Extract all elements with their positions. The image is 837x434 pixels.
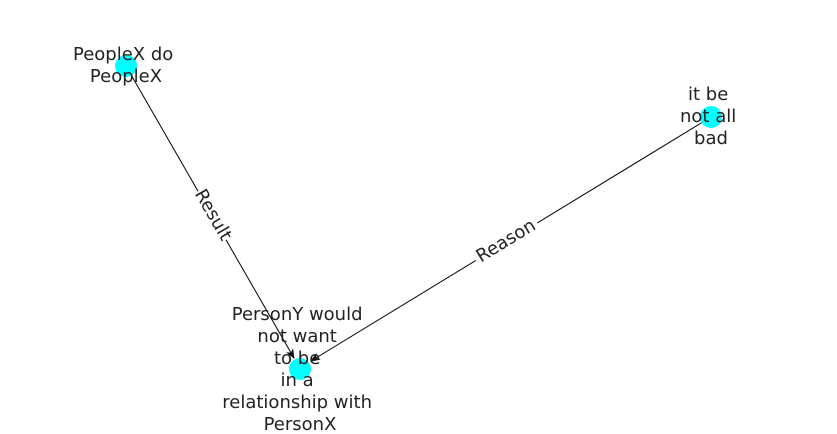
node-persony-would-not-want: PersonY would not want to be in a relati… bbox=[222, 304, 377, 434]
node-peoplex-do-peoplex: PeopleX do PeopleX bbox=[73, 44, 179, 87]
node-label-line: in a bbox=[281, 370, 314, 391]
node-label: it be not all bad bbox=[680, 84, 742, 149]
node-label-line: to be bbox=[274, 348, 320, 369]
node-circle bbox=[115, 55, 137, 77]
edge-reason: Reason bbox=[310, 116, 712, 362]
node-label-line: PersonY would bbox=[232, 304, 363, 325]
node-label-line: PeopleX do bbox=[73, 44, 173, 65]
node-label-line: PeopleX bbox=[90, 66, 162, 87]
edge-result-label-bg bbox=[188, 184, 238, 246]
node-it-be-not-all-bad: it be not all bad bbox=[680, 84, 742, 149]
node-label: PersonY would not want to be in a relati… bbox=[222, 304, 377, 434]
node-circle bbox=[289, 358, 311, 380]
node-label-line: PersonX bbox=[264, 414, 337, 434]
node-label-line: relationship with bbox=[222, 392, 372, 413]
edge-reason-label-bg bbox=[469, 212, 543, 270]
node-label-line: bad bbox=[694, 128, 728, 149]
node-circle bbox=[700, 106, 722, 128]
edge-result-label: Result bbox=[190, 186, 236, 245]
edge-reason-label: Reason bbox=[473, 215, 540, 267]
node-label-line: not all bbox=[680, 106, 736, 127]
node-label-line: not want bbox=[257, 326, 336, 347]
node-label-line: it be bbox=[688, 84, 728, 105]
node-label: PeopleX do PeopleX bbox=[73, 44, 179, 87]
